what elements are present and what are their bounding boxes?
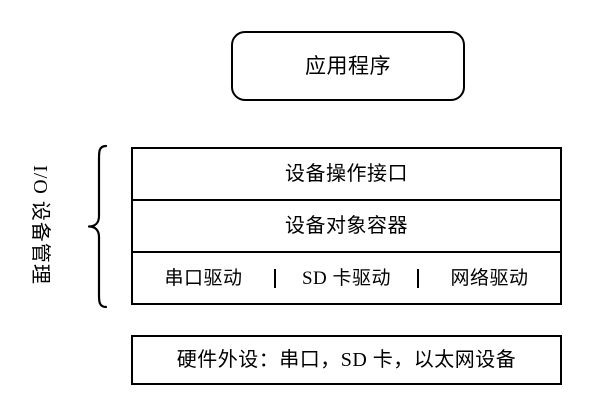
io-stack: 设备操作接口 设备对象容器 串口驱动 SD 卡驱动 网络驱动 xyxy=(131,147,562,305)
application-box: 应用程序 xyxy=(231,31,465,101)
serial-driver-label: 串口驱动 xyxy=(164,267,243,289)
device-object-container-row: 设备对象容器 xyxy=(133,199,560,251)
network-driver-cell: 网络驱动 xyxy=(417,267,560,289)
curly-brace-icon xyxy=(86,144,110,309)
hardware-peripherals-label: 硬件外设：串口，SD 卡，以太网设备 xyxy=(176,349,517,371)
application-box-label: 应用程序 xyxy=(305,53,391,78)
serial-driver-cell: 串口驱动 xyxy=(133,269,274,288)
sd-card-driver-cell: SD 卡驱动 xyxy=(274,267,417,289)
device-object-container-label: 设备对象容器 xyxy=(285,215,408,237)
io-device-management-text: I/O 设备管理 xyxy=(29,165,52,285)
device-operation-interface-label: 设备操作接口 xyxy=(285,163,408,185)
sd-card-driver-label: SD 卡驱动 xyxy=(301,267,392,289)
network-driver-label: 网络驱动 xyxy=(450,267,529,289)
device-operation-interface-row: 设备操作接口 xyxy=(133,149,560,199)
hardware-peripherals-box: 硬件外设：串口，SD 卡，以太网设备 xyxy=(131,335,562,385)
driver-row: 串口驱动 SD 卡驱动 网络驱动 xyxy=(133,251,560,303)
io-device-management-label: I/O 设备管理 xyxy=(18,140,62,310)
